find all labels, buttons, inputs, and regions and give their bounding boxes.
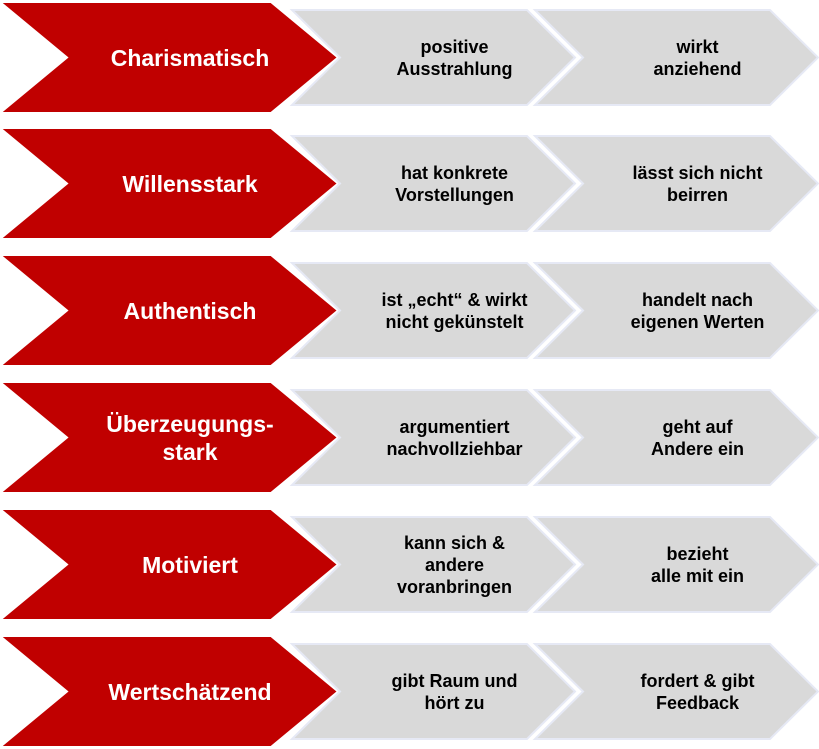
- primary-chevron: Authentisch: [0, 254, 340, 367]
- diagram-row: Charismatisch positive Ausstrahlung wirkt …: [0, 1, 819, 114]
- secondary-chevron: bezieht alle mit ein: [532, 509, 819, 620]
- diagram-row: Überzeugungs- stark argumentiert nachvoll…: [0, 381, 819, 494]
- primary-chevron-label: Überzeugungs- stark: [106, 410, 274, 465]
- secondary-chevron-label: hat konkrete Vorstellungen: [395, 162, 514, 205]
- secondary-chevron: geht auf Andere ein: [532, 382, 819, 493]
- secondary-chevron-label: positive Ausstrahlung: [396, 36, 513, 79]
- secondary-chevron-label: ist „echt“ & wirkt nicht gekünstelt: [381, 289, 528, 332]
- secondary-chevron-label: geht auf Andere ein: [650, 416, 745, 459]
- primary-chevron-label: Authentisch: [123, 297, 257, 324]
- secondary-chevron: lässt sich nicht beirren: [532, 128, 819, 239]
- secondary-chevron: kann sich & andere voranbringen: [289, 509, 577, 620]
- secondary-chevron: hat konkrete Vorstellungen: [289, 128, 577, 239]
- secondary-chevron-label: kann sich & andere voranbringen: [396, 532, 512, 597]
- secondary-chevron: argumentiert nachvollziehbar: [289, 382, 577, 493]
- secondary-chevron: gibt Raum und hört zu: [289, 636, 577, 747]
- diagram-row: Authentisch ist „echt“ & wirkt nicht gekü…: [0, 254, 819, 367]
- secondary-chevron: handelt nach eigenen Werten: [532, 255, 819, 366]
- primary-chevron: Wertschätzend: [0, 635, 340, 748]
- secondary-chevron: positive Ausstrahlung: [289, 2, 577, 113]
- secondary-chevron-label: fordert & gibt Feedback: [640, 670, 755, 713]
- diagram-row: Wertschätzend gibt Raum und hört zu forder…: [0, 635, 819, 748]
- primary-chevron-label: Willensstark: [122, 170, 258, 197]
- primary-chevron-label: Wertschätzend: [108, 678, 272, 705]
- diagram-row: Motiviert kann sich & andere voranbringen…: [0, 508, 819, 621]
- secondary-chevron: fordert & gibt Feedback: [532, 636, 819, 747]
- primary-chevron: Motiviert: [0, 508, 340, 621]
- secondary-chevron-label: bezieht alle mit ein: [650, 543, 745, 586]
- secondary-chevron-label: argumentiert nachvollziehbar: [386, 416, 523, 459]
- primary-chevron-label: Charismatisch: [110, 44, 270, 71]
- primary-chevron: Charismatisch: [0, 1, 340, 114]
- secondary-chevron-label: gibt Raum und hört zu: [391, 670, 518, 713]
- secondary-chevron-label: wirkt anziehend: [653, 36, 742, 79]
- secondary-chevron: ist „echt“ & wirkt nicht gekünstelt: [289, 255, 577, 366]
- secondary-chevron-label: handelt nach eigenen Werten: [630, 289, 765, 332]
- primary-chevron-label: Motiviert: [142, 551, 238, 578]
- diagram-row: Willensstark hat konkrete Vorstellungen lä…: [0, 127, 819, 240]
- secondary-chevron: wirkt anziehend: [532, 2, 819, 113]
- primary-chevron: Überzeugungs- stark: [0, 381, 340, 494]
- primary-chevron: Willensstark: [0, 127, 340, 240]
- secondary-chevron-label: lässt sich nicht beirren: [632, 162, 763, 205]
